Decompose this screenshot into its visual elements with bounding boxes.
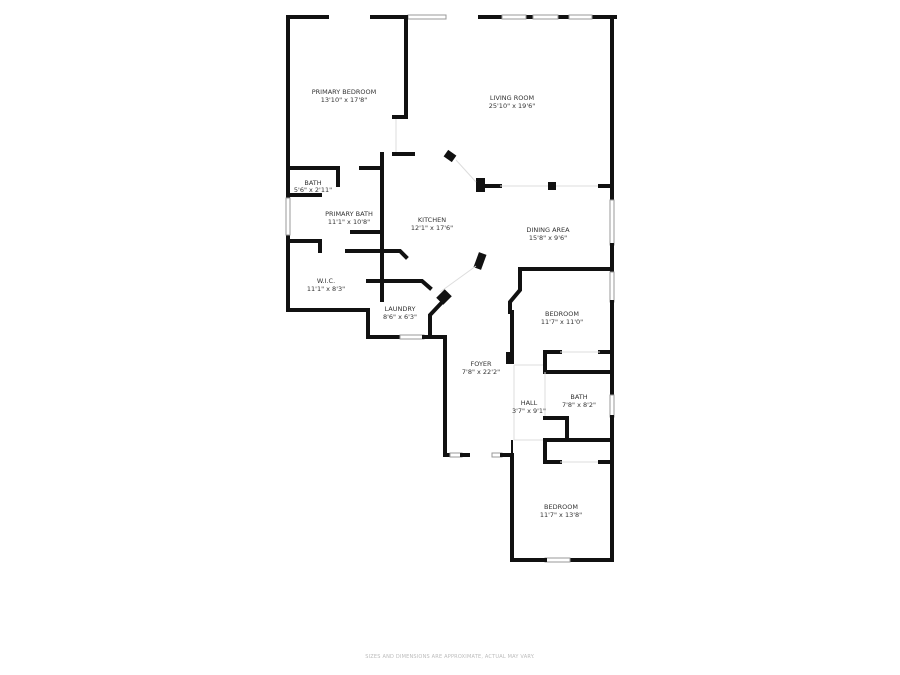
room-dimensions: 3'7" x 9'1": [512, 407, 546, 415]
walls: [285, 14, 617, 563]
room-name: LAUNDRY: [385, 305, 416, 313]
room-name: BEDROOM: [544, 503, 578, 511]
room-name: DINING AREA: [526, 226, 570, 234]
room-dimensions: 13'10" x 17'8": [321, 96, 367, 104]
room-name: BATH: [304, 179, 321, 187]
room-dimensions: 11'7" x 11'0": [541, 318, 583, 326]
room-dimensions: 7'8" x 8'2": [562, 401, 596, 409]
room-name: FOYER: [470, 360, 492, 368]
room-name: PRIMARY BEDROOM: [312, 88, 376, 96]
room-name: W.I.C.: [317, 277, 335, 285]
room-dimensions: 7'8" x 22'2": [462, 368, 500, 376]
room-dimensions: 5'6" x 2'11": [294, 186, 332, 194]
room-name: LIVING ROOM: [490, 94, 534, 102]
room-dimensions: 8'6" x 6'3": [383, 313, 417, 321]
room-name: BATH: [570, 393, 587, 401]
room-dimensions: 11'7" x 13'8": [540, 511, 582, 519]
room-dimensions: 11'1" x 8'3": [307, 285, 345, 293]
room-dimensions: 25'10" x 19'6": [489, 102, 535, 110]
room-name: BEDROOM: [545, 310, 579, 318]
room-dimensions: 15'8" x 9'6": [529, 234, 567, 242]
room-name: HALL: [521, 399, 538, 407]
room-wic: W.I.C.11'1" x 8'3": [307, 277, 345, 293]
room-dimensions: 11'1" x 10'8": [328, 218, 370, 226]
room-name: KITCHEN: [418, 216, 446, 224]
room-dimensions: 12'1" x 17'6": [411, 224, 453, 232]
disclaimer: SIZES AND DIMENSIONS ARE APPROXIMATE, AC…: [365, 654, 535, 660]
room-name: PRIMARY BATH: [325, 210, 373, 218]
